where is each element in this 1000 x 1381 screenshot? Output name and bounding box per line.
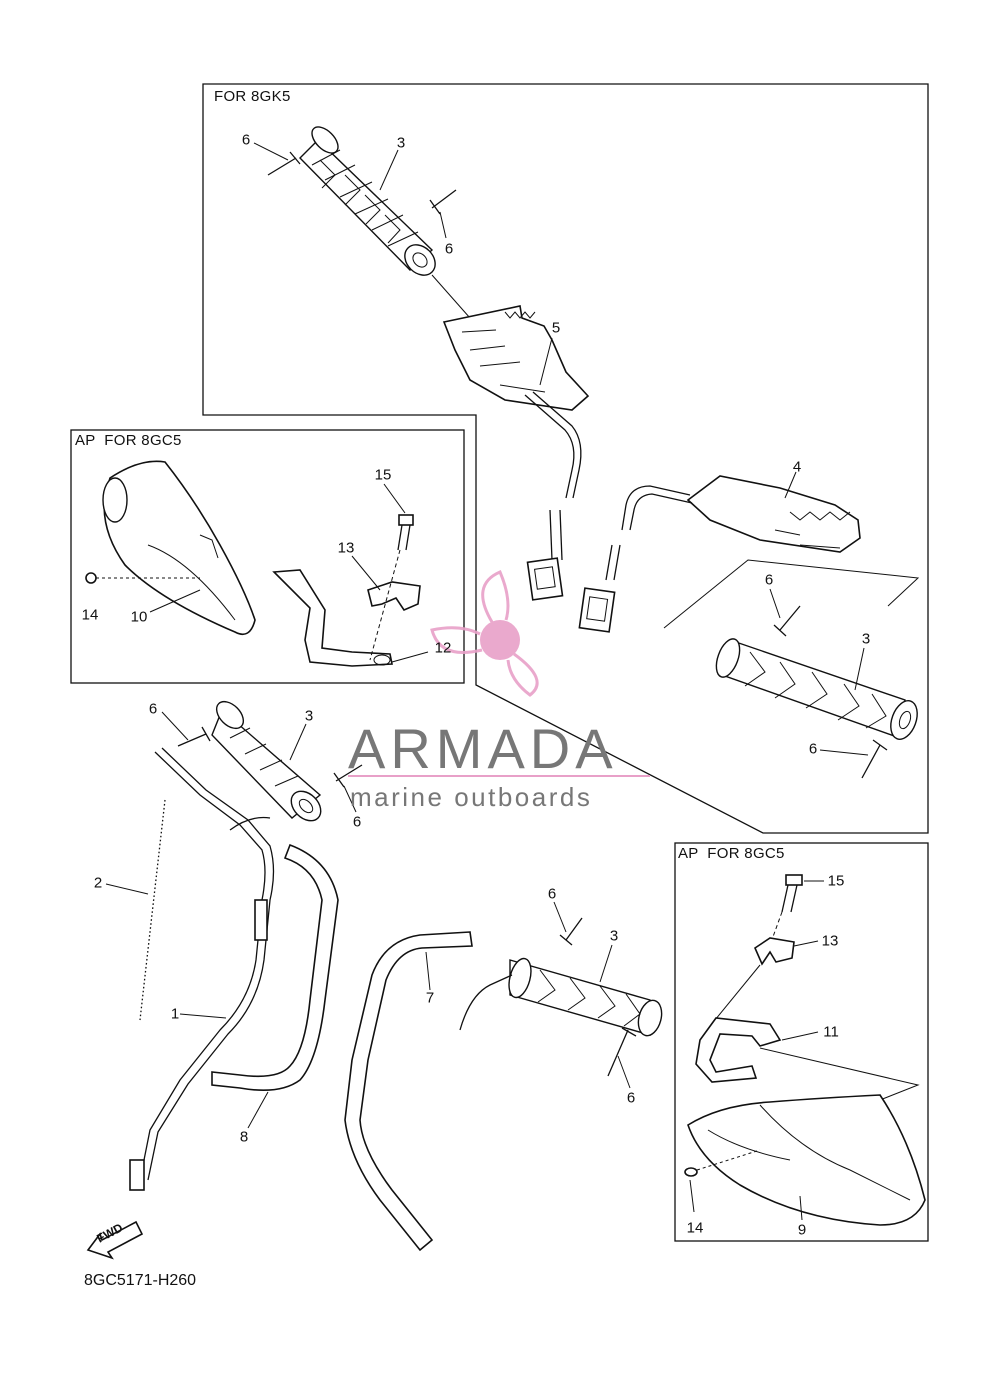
grip-top-icon bbox=[299, 126, 436, 276]
grip-right-icon bbox=[715, 638, 918, 740]
callout-3: 3 bbox=[609, 927, 619, 945]
watermark-tagline: marine outboards bbox=[350, 782, 593, 812]
spring-2-icon bbox=[139, 799, 166, 1021]
callout-8: 8 bbox=[239, 1128, 249, 1146]
screw-14-right-icon bbox=[684, 1149, 761, 1177]
callout-4: 4 bbox=[792, 458, 802, 476]
callout-13: 13 bbox=[821, 932, 839, 950]
callout-7: 7 bbox=[425, 989, 435, 1007]
callout-15: 15 bbox=[827, 872, 845, 890]
hand-guard-10-icon bbox=[102, 460, 256, 636]
screw-6-right-b-icon bbox=[861, 739, 888, 779]
callout-3: 3 bbox=[304, 707, 314, 725]
callout-leaders bbox=[105, 142, 869, 1221]
box-ap-for-8gc5-left bbox=[70, 429, 465, 684]
callout-6: 6 bbox=[148, 700, 158, 718]
callout-14: 14 bbox=[81, 606, 99, 624]
fwd-arrow-icon bbox=[86, 1220, 144, 1260]
callout-6: 6 bbox=[444, 240, 454, 258]
box-title-ap-for-8gc5-left: AP FOR 8GC5 bbox=[75, 432, 182, 449]
callout-11: 11 bbox=[823, 1023, 839, 1041]
callout-6: 6 bbox=[808, 740, 818, 758]
hose-7-icon bbox=[344, 931, 473, 1252]
callout-1: 1 bbox=[170, 1005, 180, 1023]
clamp-13-right-icon bbox=[753, 937, 795, 966]
grip-heater-4-icon bbox=[686, 475, 861, 553]
throttle-cable-1-icon bbox=[129, 747, 275, 1191]
callout-13: 13 bbox=[337, 539, 355, 557]
hose-8-icon bbox=[211, 843, 339, 1091]
callout-10: 10 bbox=[130, 608, 148, 626]
hand-guard-9-icon bbox=[687, 1094, 926, 1226]
box-title-for-8gk5: FOR 8GK5 bbox=[214, 88, 291, 105]
watermark-name: ARMADA bbox=[348, 717, 618, 780]
grip-heater-5-icon bbox=[442, 305, 590, 411]
bracket-12-icon bbox=[272, 569, 393, 667]
screw-6-bottom-b-icon bbox=[607, 1027, 637, 1077]
callout-6: 6 bbox=[241, 131, 251, 149]
bracket-11-icon bbox=[695, 1017, 782, 1083]
callout-14: 14 bbox=[686, 1219, 704, 1237]
connector-4-icon bbox=[578, 544, 621, 633]
callout-6: 6 bbox=[764, 571, 774, 589]
callout-15: 15 bbox=[374, 466, 392, 484]
callout-2: 2 bbox=[93, 874, 103, 892]
callout-9: 9 bbox=[797, 1221, 807, 1239]
screw-6-top-b-icon bbox=[429, 189, 457, 215]
bolt-15-left-icon bbox=[397, 514, 414, 551]
screw-6-center-a-icon bbox=[177, 726, 211, 747]
callout-6: 6 bbox=[626, 1089, 636, 1107]
reference-code: 8GC5171-H260 bbox=[84, 1272, 197, 1289]
screw-14-left-icon bbox=[85, 572, 200, 584]
bolt-15-right-icon bbox=[781, 874, 803, 913]
connector-5-icon bbox=[526, 509, 564, 601]
callout-3: 3 bbox=[861, 630, 871, 648]
clamp-13-left-icon bbox=[367, 581, 421, 611]
grip-bottom-icon bbox=[459, 957, 663, 1037]
callout-6: 6 bbox=[547, 885, 557, 903]
box-ap-for-8gc5-right bbox=[674, 842, 929, 1242]
callout-12: 12 bbox=[434, 639, 452, 657]
box-for-8gk5 bbox=[202, 83, 929, 834]
box-title-ap-for-8gc5-right: AP FOR 8GC5 bbox=[678, 845, 785, 862]
screw-6-right-a-icon bbox=[773, 605, 801, 637]
screw-6-center-b-icon bbox=[333, 764, 363, 788]
screw-6-bottom-a-icon bbox=[559, 917, 583, 946]
callout-6: 6 bbox=[352, 813, 362, 831]
grip-center-icon bbox=[211, 700, 322, 822]
screw-6-top-a-icon bbox=[267, 151, 301, 176]
callout-3: 3 bbox=[396, 134, 406, 152]
watermark-propeller-icon bbox=[430, 570, 539, 697]
callout-5: 5 bbox=[551, 319, 561, 337]
